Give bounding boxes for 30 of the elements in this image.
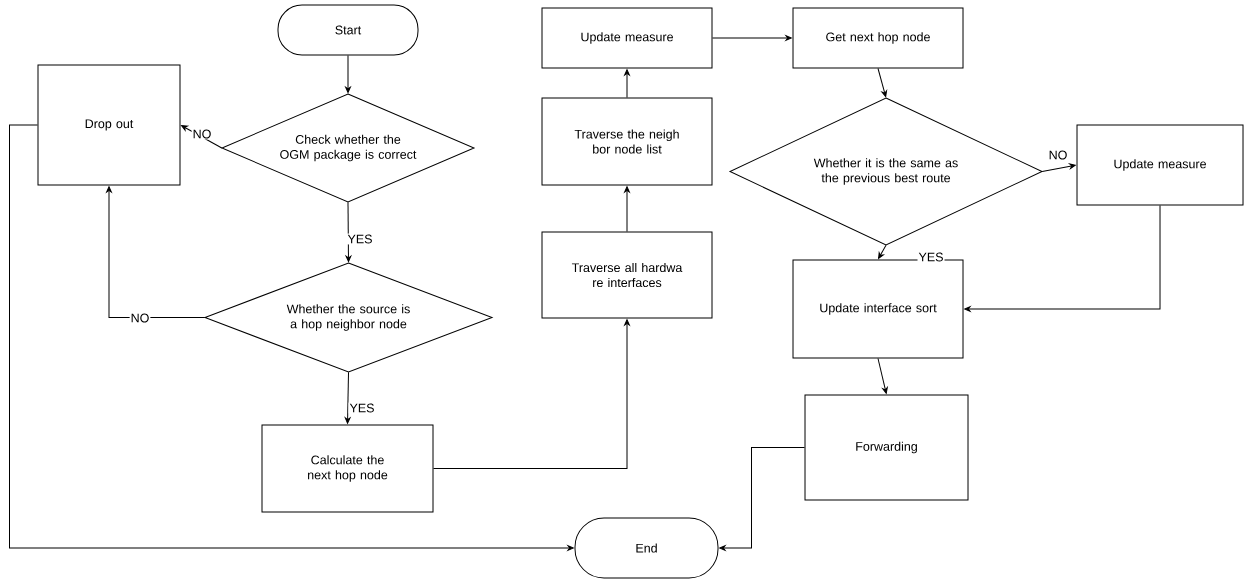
arrow [712, 35, 792, 41]
arrow [106, 186, 206, 318]
process-box: Traverse the neigh bor node list [541, 97, 713, 186]
arrow [344, 371, 351, 424]
arrow [9, 124, 574, 551]
arrow [624, 69, 630, 98]
process-box: Forwarding [804, 394, 969, 501]
arrow [964, 205, 1161, 312]
process-box: Update measure [541, 7, 713, 69]
arrow [1041, 163, 1076, 172]
edge-label: NO [129, 312, 151, 324]
arrow [181, 125, 223, 149]
process-box: Get next hop node [792, 7, 964, 69]
edge-label: NO [191, 128, 213, 140]
arrow [624, 186, 630, 232]
arrow [433, 319, 630, 469]
arrow [877, 68, 888, 98]
arrow [877, 358, 888, 394]
arrow [719, 447, 805, 551]
edge-label: YES [346, 233, 374, 245]
arrow [345, 201, 352, 263]
arrow [345, 55, 351, 94]
edge-label: NO [1047, 149, 1069, 161]
process-box: Drop out [37, 64, 181, 186]
process-box: Calculate the next hop node [261, 424, 434, 513]
process-box: Traverse all hardwa re interfaces [541, 231, 713, 319]
process-box: Update measure [1076, 124, 1244, 206]
edge-label: YES [917, 251, 945, 263]
edge-label: YES [348, 402, 376, 414]
arrow [878, 244, 887, 259]
